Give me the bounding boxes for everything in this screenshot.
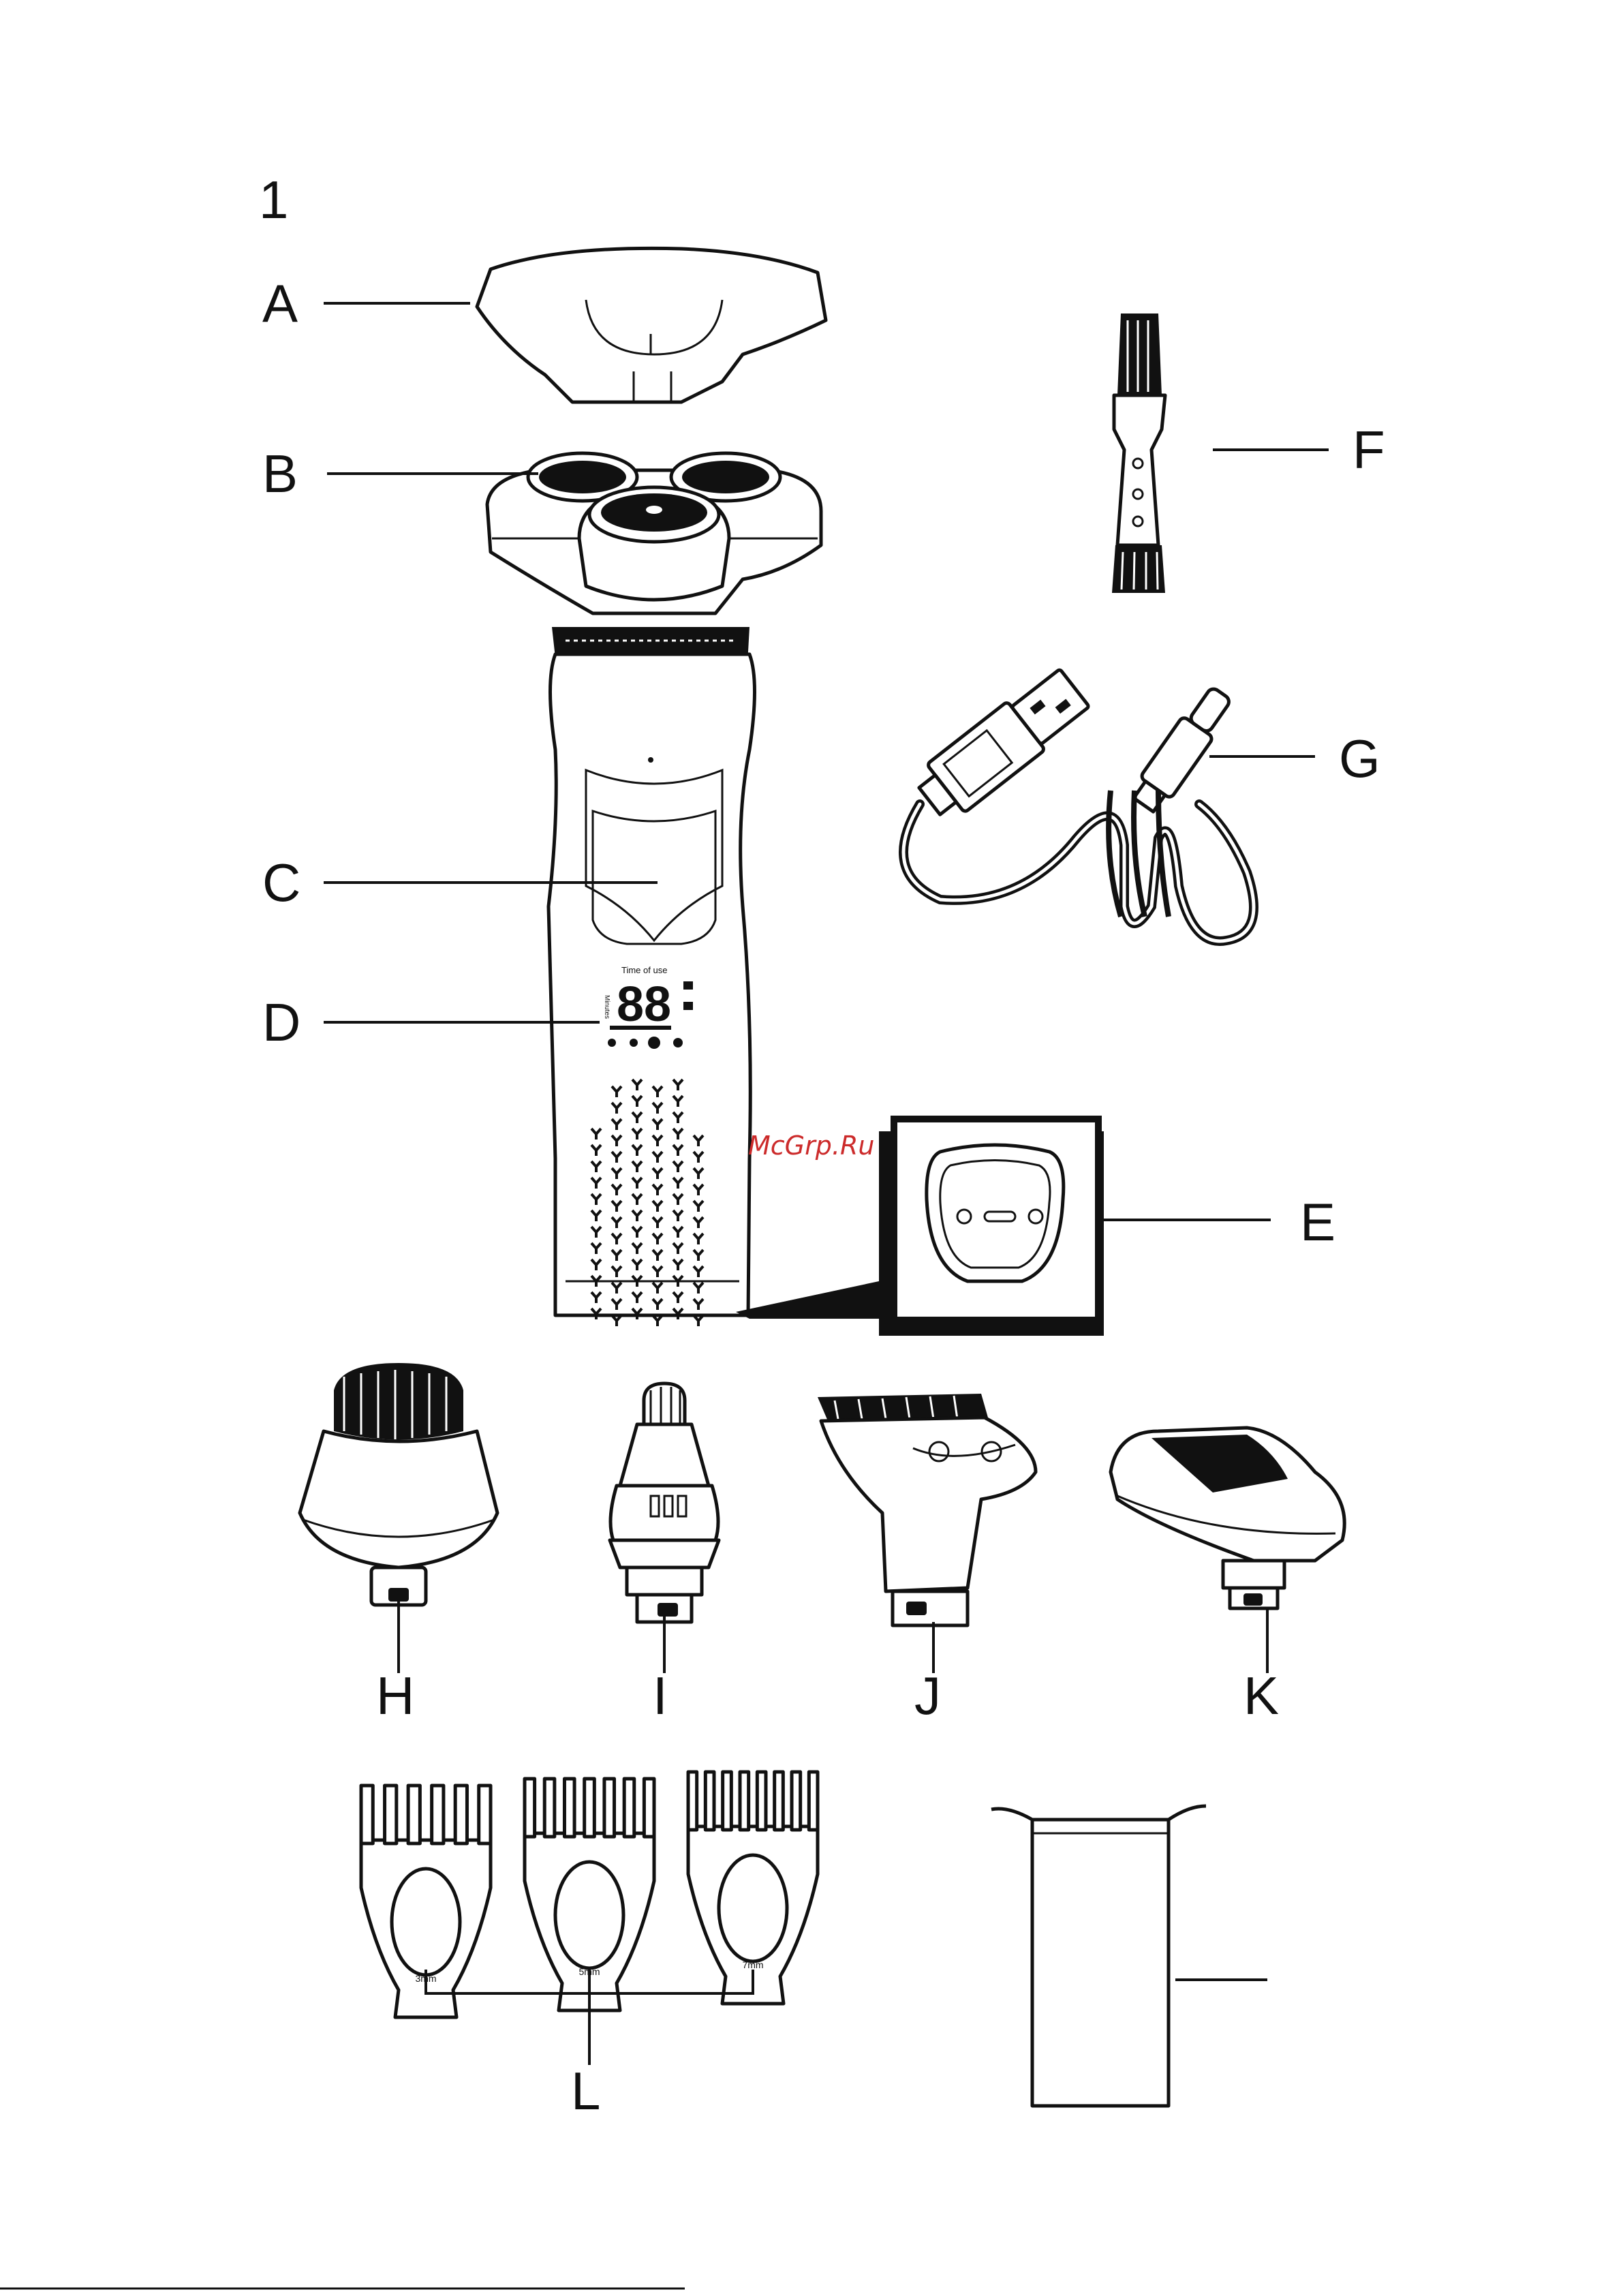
- label-k: K: [1243, 1666, 1279, 1726]
- part-k-foil-shaver: [1111, 1428, 1344, 1608]
- label-c: C: [262, 853, 300, 913]
- part-g-usb-cable: [903, 664, 1254, 941]
- guide-comb: 7mm: [688, 1772, 818, 2004]
- storage-pouch: [991, 1806, 1206, 2106]
- leader-l: [426, 1970, 753, 2065]
- label-j: J: [914, 1666, 941, 1726]
- label-l: L: [571, 2061, 600, 2121]
- comb-size-label: 7mm: [742, 1959, 763, 1970]
- label-i: I: [653, 1666, 668, 1726]
- label-a: A: [262, 273, 298, 333]
- part-b-shaving-heads: [487, 453, 821, 613]
- label-e: E: [1300, 1192, 1335, 1252]
- label-h: H: [376, 1666, 414, 1726]
- watermark: McGrp.Ru: [748, 1131, 874, 1161]
- display-minutes: Minutes: [603, 995, 610, 1019]
- display-digits: 88: [617, 977, 671, 1032]
- label-d: D: [262, 992, 300, 1052]
- label-f: F: [1352, 420, 1385, 480]
- part-f-cleaning-brush: [1112, 313, 1165, 593]
- part-h-cleansing-brush: [300, 1363, 497, 1605]
- part-j-body-trimmer: [818, 1394, 1036, 1625]
- part-a-protective-cap: [477, 248, 826, 402]
- figure-number: 1: [259, 170, 288, 230]
- part-i-nose-trimmer: [610, 1383, 719, 1622]
- display-time-of-use: Time of use: [621, 965, 667, 975]
- label-b: B: [262, 444, 298, 504]
- label-g: G: [1339, 729, 1380, 789]
